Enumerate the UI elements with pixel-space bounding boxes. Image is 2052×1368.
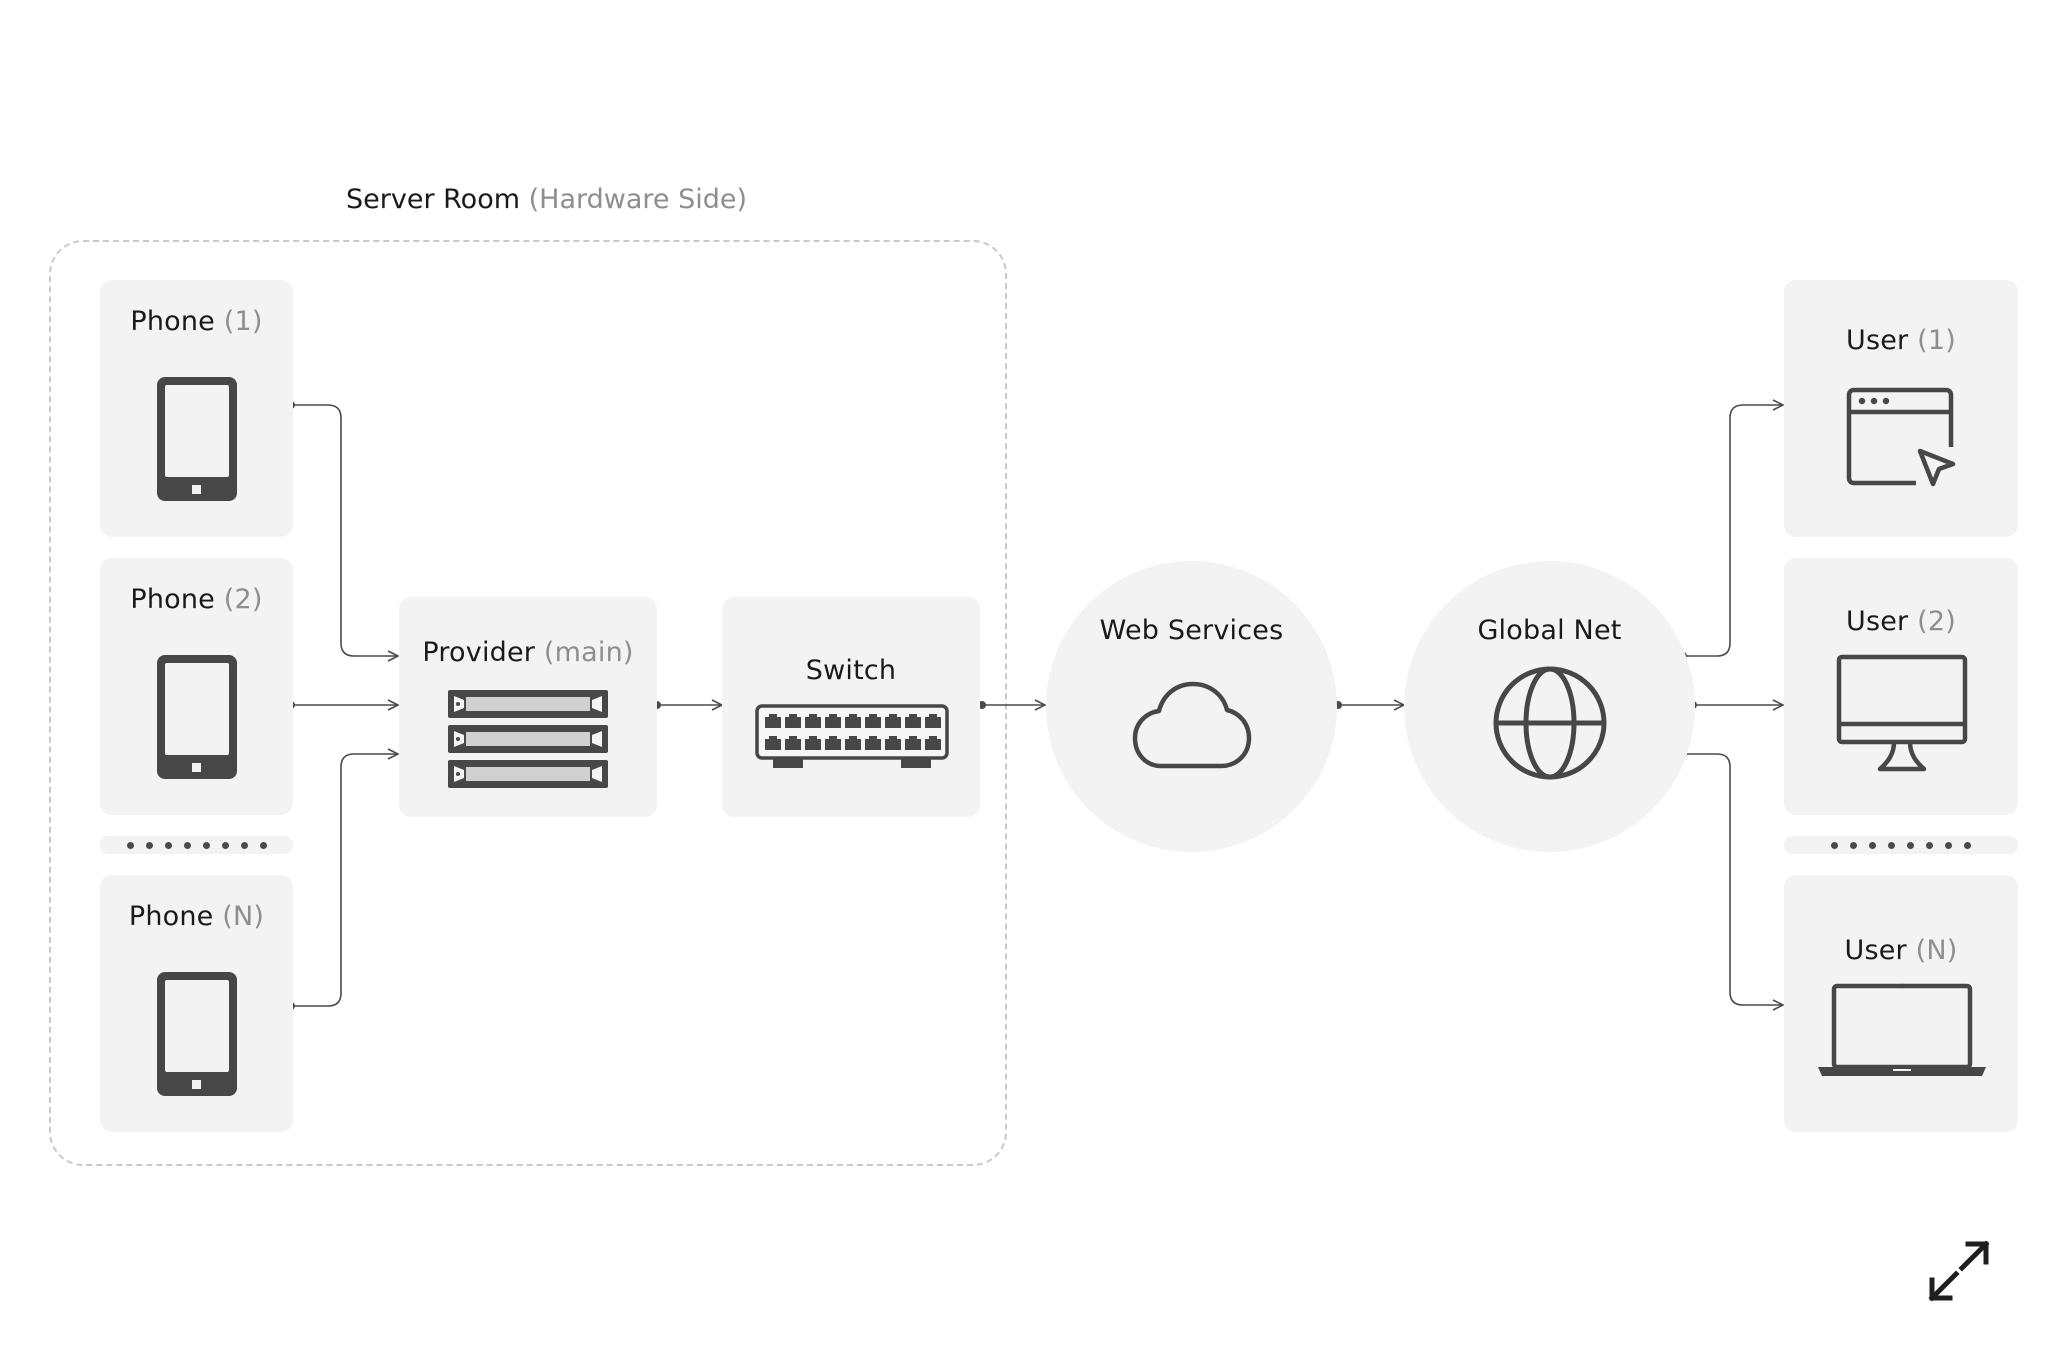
laptop-icon [1818, 983, 1986, 1076]
provider-label: Provider (main) [422, 637, 634, 668]
user-card-1[interactable]: User (1) [1784, 280, 2018, 537]
user-1-label: User (1) [1846, 325, 1956, 356]
wire-phone-1-provider [291, 404, 398, 656]
wire-global-user-n [1683, 753, 1783, 1005]
switch-label: Switch [805, 655, 897, 686]
users-more-indicator [1784, 836, 2018, 854]
phone-card-n[interactable]: Phone (N) [100, 875, 293, 1132]
server-room-boundary [49, 240, 1007, 1166]
switch-card[interactable]: Switch [722, 597, 980, 817]
smartphone-icon [157, 377, 237, 501]
server-room-title: Server Room (Hardware Side) [346, 184, 747, 215]
phone-1-label: Phone (1) [130, 306, 263, 337]
cloud-icon [1132, 681, 1252, 769]
phone-n-label: Phone (N) [128, 901, 265, 932]
server-room-subtitle: (Hardware Side) [528, 184, 748, 215]
smartphone-icon [157, 655, 237, 779]
smartphone-icon [157, 972, 237, 1096]
desktop-monitor-icon [1836, 654, 1968, 772]
server-rack-icon [448, 690, 608, 788]
phones-more-indicator [100, 836, 293, 854]
phone-card-1[interactable]: Phone (1) [100, 280, 293, 537]
server-room-name: Server Room [346, 184, 521, 215]
global-net-node[interactable]: Global Net [1404, 561, 1695, 852]
user-card-2[interactable]: User (2) [1784, 558, 2018, 815]
phone-2-label: Phone (2) [130, 584, 263, 615]
network-switch-icon [755, 704, 949, 768]
browser-window-cursor-icon [1846, 387, 1956, 487]
web-services-label: Web Services [1099, 615, 1284, 646]
user-2-label: User (2) [1846, 606, 1956, 637]
global-net-label: Global Net [1477, 615, 1622, 646]
wire-phone-n-provider [291, 754, 398, 1007]
phone-card-2[interactable]: Phone (2) [100, 558, 293, 815]
provider-card[interactable]: Provider (main) [399, 597, 657, 817]
globe-icon [1493, 666, 1607, 780]
expand-arrows-icon[interactable] [1924, 1236, 1994, 1306]
wire-global-user-1 [1683, 405, 1783, 657]
user-card-n[interactable]: User (N) [1784, 875, 2018, 1132]
web-services-node[interactable]: Web Services [1046, 561, 1337, 852]
user-n-label: User (N) [1844, 935, 1958, 966]
